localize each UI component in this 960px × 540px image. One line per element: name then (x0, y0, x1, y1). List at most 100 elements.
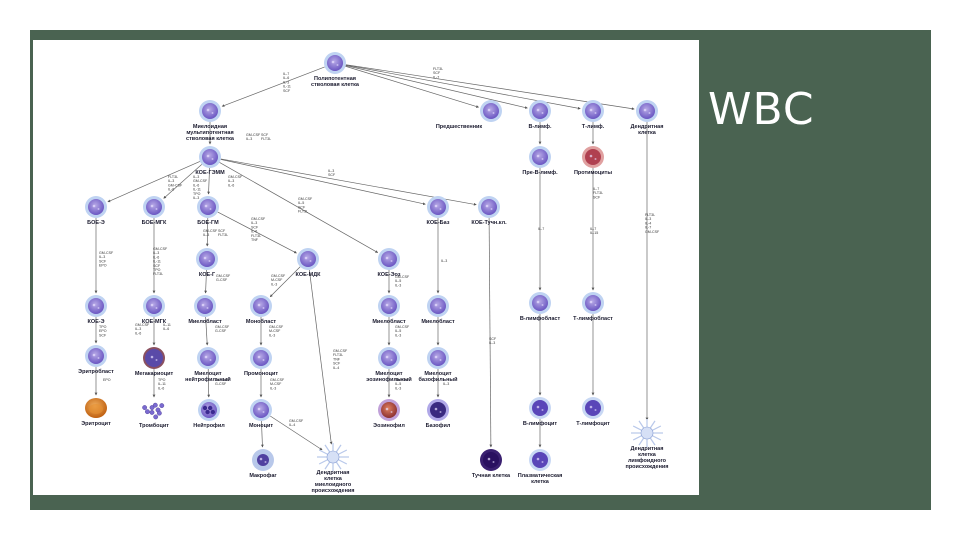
arrow-hsc-dcprog (345, 64, 635, 111)
cell-cfugm: БОЕ-ГМ (197, 196, 219, 226)
cell-label: Пре-В-лимф. (522, 169, 558, 176)
arrow-cfugm-cfum (217, 211, 297, 254)
arrow-cfum-myeloid_dc (309, 269, 333, 445)
cell-cfueo: КОЕ-Эоз (377, 248, 401, 278)
arrow-myeloblast-neutmyelocyte (205, 316, 209, 346)
cell-label: Монобласт (246, 318, 276, 325)
arrow-monocyte-myeloid_dc (270, 415, 323, 451)
arrow-cfum-monoblast (269, 266, 301, 298)
cell-label: КОЕ-ГЭММ (195, 170, 225, 176)
arrow-cfugemm-cfue (107, 161, 201, 203)
cell-basophil: Базофил (426, 399, 451, 429)
arrow-cfugemm-cfueo (219, 162, 379, 253)
cell-platelet: Тромбоцит (139, 402, 169, 429)
cell-monoblast: Монобласт (246, 295, 276, 325)
cell-cfue: БОЕ-Э (85, 196, 107, 226)
cell-blymphoblast: В-лимфобласт (520, 292, 560, 322)
cell-cfumast: КОЕ-Тучн.кл. (471, 196, 507, 226)
cell-label: Эозинофил (373, 422, 405, 429)
cell-cfue2: КОЕ-Э (85, 295, 107, 325)
arrow-cfugemm-cfugm (207, 167, 211, 195)
lineage-arrows (94, 64, 649, 451)
cell-blymphocyte: В-лимфоцит (523, 397, 558, 427)
cell-cfumeg: БОЕ-МГК (142, 196, 167, 226)
arrow-hsc-blymph (345, 65, 528, 109)
slide-title: WBC (708, 84, 815, 135)
cell-label: Т-лимфобласт (573, 315, 613, 322)
arrow-cfugemm-cfubaso (220, 159, 426, 206)
cell-label: Макрофаг (249, 472, 277, 479)
arrow-cfumast-mastcell (488, 217, 493, 448)
cell-label: БОЕ-Э (87, 220, 105, 226)
cell-macrophage: Макрофаг (249, 449, 277, 479)
cell-myeloblast: Миелобласт (188, 295, 222, 325)
cell-cfumeg2: КОЕ-МГК (142, 295, 167, 325)
cell-label: КОЕ-Баз (427, 220, 450, 226)
cell-label: КОЕ-Г (199, 272, 216, 278)
cell-prothymocyte: Протимоциты (574, 146, 612, 176)
cell-preb: Пре-В-лимф. (522, 146, 558, 176)
cytokine-group: IL-7 (538, 227, 544, 231)
cell-label: Предшественник (436, 124, 483, 130)
cell-label: Эритробласт (78, 368, 114, 375)
cell-label: В-лимфоцит (523, 420, 558, 427)
arrow-monocyte-macrophage (260, 420, 264, 448)
cytokine-group: IL-3 (443, 382, 449, 386)
cell-label: КОЕ-МГК (142, 319, 167, 325)
arrow-neutmyelocyte-neutrophil (207, 368, 211, 398)
cell-label: БОЕ-МГК (142, 220, 167, 226)
cell-cfubaso: КОЕ-Баз (427, 196, 450, 226)
cell-label: Эритроцит (81, 421, 111, 427)
cell-cfum: КОЕ-МДК (296, 248, 321, 278)
cell-label: КОЕ-Э (87, 319, 104, 325)
cell-label: КОЕ-Тучн.кл. (471, 220, 507, 226)
cell-lymprog: Предшественник (436, 100, 502, 130)
cell-label: Протимоциты (574, 170, 612, 176)
cell-myeloblast2: Миелобласт (372, 295, 406, 325)
cell-label: БОЕ-ГМ (197, 220, 219, 226)
cell-label: Промоноцит (244, 371, 278, 377)
cell-promonocyte: Промоноцит (244, 347, 278, 377)
cell-label: Тромбоцит (139, 422, 169, 429)
cell-monocyte: Моноцит (249, 399, 273, 429)
cell-myeloblast3: Миелобласт (421, 295, 455, 325)
